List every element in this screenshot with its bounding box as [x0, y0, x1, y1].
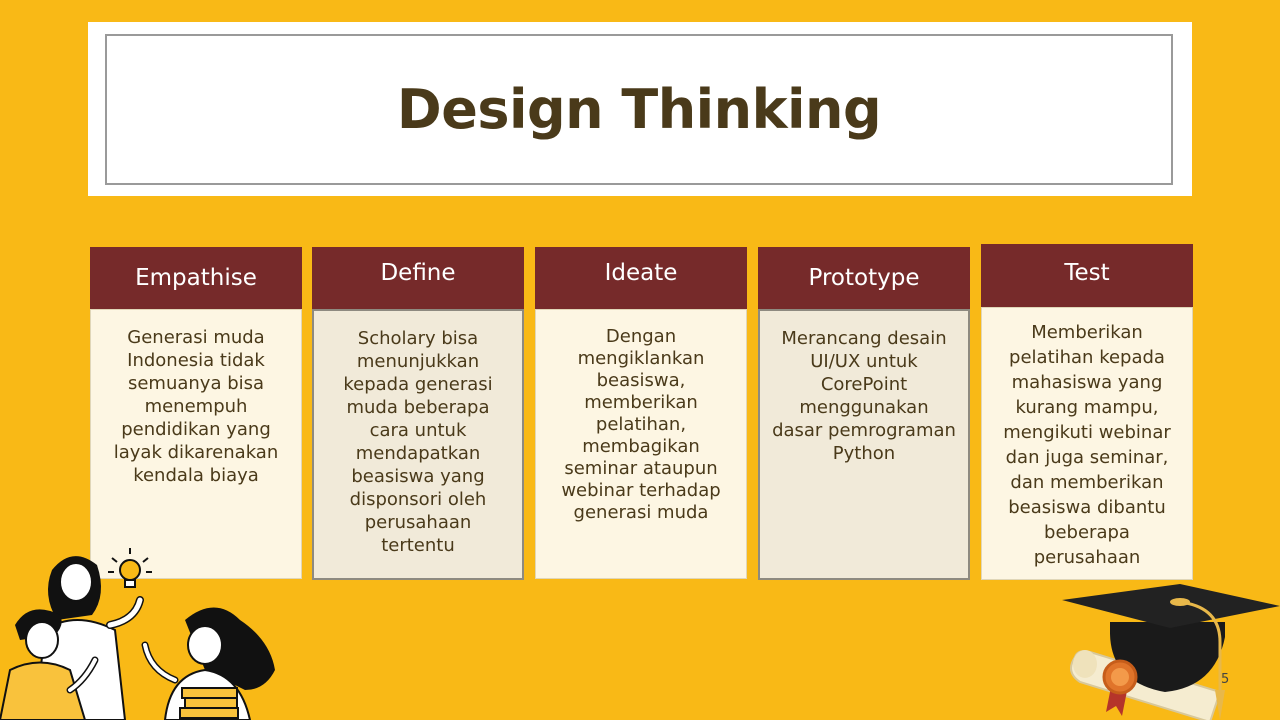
title-panel: Design Thinking	[88, 22, 1192, 196]
page-number: 5	[1221, 672, 1230, 687]
rosette-icon	[1102, 659, 1138, 716]
slide-title: Design Thinking	[396, 78, 882, 141]
student-boy-figure	[0, 609, 99, 720]
title-frame: Design Thinking	[105, 34, 1173, 185]
card-body: Memberikan pelatihan kepada mahasiswa ya…	[981, 307, 1193, 580]
card-heading: Ideate	[535, 247, 747, 309]
card-test: Test Memberikan pelatihan kepada mahasis…	[981, 244, 1193, 580]
card-heading: Define	[312, 247, 524, 309]
card-heading: Empathise	[90, 247, 302, 309]
card-body: Dengan mengiklankan beasiswa, memberikan…	[535, 309, 747, 579]
card-ideate: Ideate Dengan mengiklankan beasiswa, mem…	[535, 247, 747, 579]
card-body: Merancang desain UI/UX untuk CorePoint m…	[758, 309, 970, 580]
card-body: Generasi muda Indonesia tidak semuanya b…	[90, 309, 302, 579]
card-define: Define Scholary bisa menunjukkan kepada …	[312, 247, 524, 580]
students-illustration	[0, 548, 275, 720]
card-body: Scholary bisa menunjukkan kepada generas…	[312, 309, 524, 580]
student-girl-figure	[141, 607, 275, 720]
card-empathise: Empathise Generasi muda Indonesia tidak …	[90, 247, 302, 579]
lightbulb-icon	[108, 548, 152, 588]
card-heading: Prototype	[758, 247, 970, 309]
graduation-cap-icon	[1062, 584, 1280, 720]
card-prototype: Prototype Merancang desain UI/UX untuk C…	[758, 247, 970, 580]
graduation-illustration	[1062, 584, 1280, 720]
card-heading: Test	[981, 244, 1193, 307]
